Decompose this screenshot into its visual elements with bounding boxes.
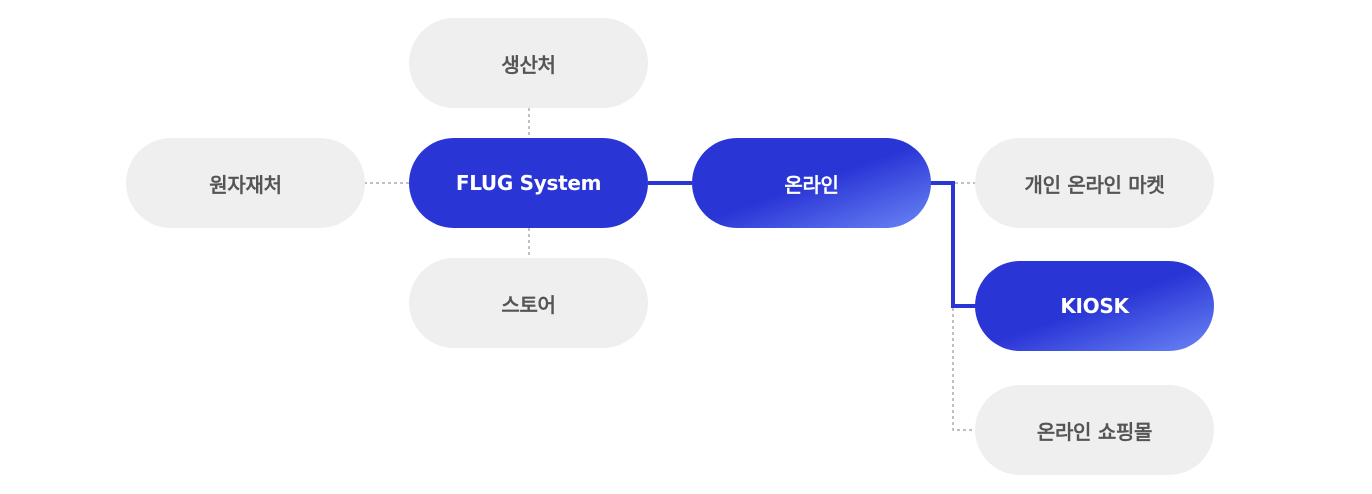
- node-online-shopping-mall[interactable]: 온라인 쇼핑몰: [975, 385, 1214, 475]
- node-personal-online-market[interactable]: 개인 온라인 마켓: [975, 138, 1214, 228]
- node-label: KIOSK: [1060, 294, 1129, 318]
- dashed-connector-shopping-mall: [952, 308, 975, 431]
- node-flug-system[interactable]: FLUG System: [409, 138, 648, 228]
- node-label: 온라인 쇼핑몰: [1036, 419, 1153, 444]
- node-label: FLUG System: [455, 171, 602, 195]
- node-label: 원자재처: [209, 172, 282, 197]
- node-label: 스토어: [501, 292, 556, 317]
- node-producer[interactable]: 생산처: [409, 18, 648, 108]
- node-label: 온라인: [784, 172, 839, 197]
- node-online[interactable]: 온라인: [692, 138, 931, 228]
- node-label: 생산처: [501, 52, 556, 77]
- node-store[interactable]: 스토어: [409, 258, 648, 348]
- node-raw-material-supplier[interactable]: 원자재처: [126, 138, 365, 228]
- solid-connector-online-kiosk: [928, 181, 978, 308]
- node-kiosk[interactable]: KIOSK: [975, 261, 1214, 351]
- node-label: 개인 온라인 마켓: [1024, 172, 1165, 197]
